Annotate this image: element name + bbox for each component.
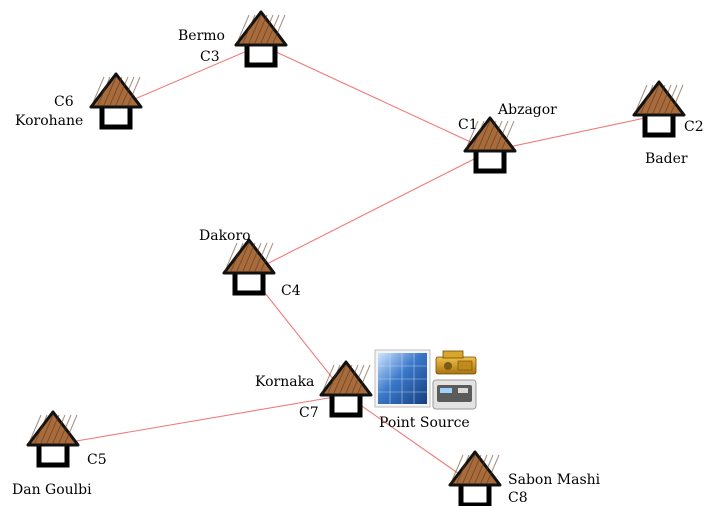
village-name-C7: Kornaka (255, 374, 315, 390)
link-C1-C4 (248, 150, 491, 274)
village-name-C3: Bermo (178, 28, 225, 44)
village-code-C4: C4 (281, 283, 301, 299)
point-source-label: Point Source (379, 415, 470, 431)
point-source-icon-group (374, 349, 478, 410)
village-code-C1: C1 (458, 117, 478, 133)
village-code-C7: C7 (299, 405, 319, 421)
village-code-C2: C2 (684, 119, 704, 135)
battery-icon (432, 379, 477, 410)
house-icon-C8 (448, 450, 502, 506)
village-code-C3: C3 (200, 49, 220, 65)
link-C7-C8 (345, 394, 476, 486)
link-C7-C5 (52, 394, 347, 446)
links (52, 44, 660, 486)
house-icon-C1 (463, 116, 517, 174)
village-name-C4: Dakoro (199, 228, 251, 244)
village-code-C6: C6 (54, 94, 74, 110)
link-C3-C1 (260, 44, 491, 152)
village-code-C8: C8 (508, 490, 528, 506)
village-code-C5: C5 (87, 452, 107, 468)
solar-panel-icon (374, 349, 431, 408)
village-name-C1: Abzagor (498, 102, 557, 118)
house-icon-C6 (89, 72, 143, 130)
link-C1-C2 (489, 114, 660, 152)
house-icon-C2 (632, 80, 686, 138)
villages (26, 10, 686, 506)
house-icon-C4 (222, 238, 276, 296)
village-name-C2: Bader (645, 151, 688, 167)
village-name-C5: Dan Goulbi (12, 482, 92, 498)
village-name-C8: Sabon Mashi (508, 472, 601, 488)
village-name-C6: Korohane (15, 113, 84, 129)
house-icon-C3 (234, 10, 288, 68)
house-icon-C7 (319, 360, 373, 418)
generator-icon (433, 350, 478, 378)
link-C6-C3 (115, 44, 262, 108)
house-icon-C5 (26, 410, 80, 468)
